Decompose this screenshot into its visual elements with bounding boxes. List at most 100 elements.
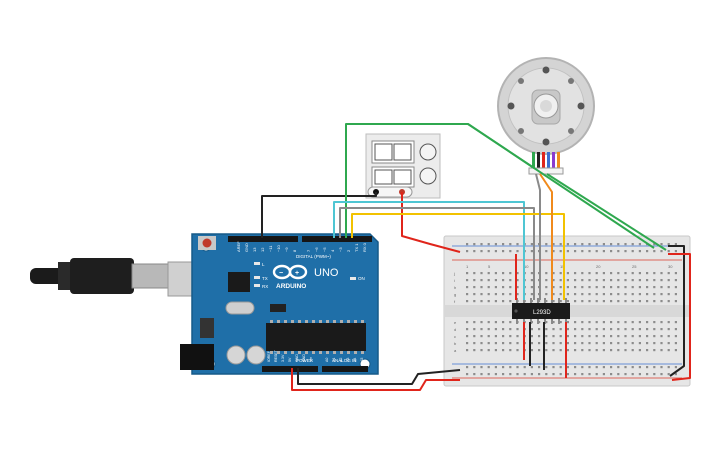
- breadboard-hole: [545, 321, 548, 324]
- breadboard-hole: [466, 335, 469, 338]
- l-led: [254, 262, 260, 265]
- breadboard-hole: [631, 373, 634, 376]
- breadboard-hole: [509, 342, 512, 345]
- breadboard-hole: [494, 349, 497, 352]
- breadboard-hole: [494, 373, 497, 376]
- breadboard-hole: [473, 328, 476, 331]
- capacitor: [246, 345, 266, 365]
- breadboard-hole: [494, 286, 497, 289]
- breadboard-hole: [502, 335, 505, 338]
- wire-black-gnd-psu: [261, 192, 377, 238]
- breadboard-hole: [653, 321, 656, 324]
- breadboard-hole: [502, 279, 505, 282]
- reset-button[interactable]: [202, 238, 212, 248]
- breadboard-hole: [653, 293, 656, 296]
- breadboard-hole: [473, 293, 476, 296]
- breadboard-hole: [588, 373, 591, 376]
- breadboard-hole: [667, 335, 670, 338]
- breadboard-hole: [631, 243, 634, 246]
- breadboard-hole: [631, 300, 634, 303]
- row-letter: h: [454, 285, 456, 290]
- breadboard-hole: [516, 250, 519, 253]
- breadboard-hole: [502, 286, 505, 289]
- breadboard-hole: [509, 366, 512, 369]
- breadboard-hole: [566, 286, 569, 289]
- breadboard-hole: [653, 279, 656, 282]
- usb-port: [167, 261, 195, 297]
- breadboard-hole: [523, 373, 526, 376]
- wire-gray-motor: [535, 173, 541, 300]
- breadboard-hole: [574, 366, 577, 369]
- row-letter: e: [454, 320, 457, 325]
- wire-orange-motor: [539, 173, 553, 300]
- breadboard-hole: [559, 321, 562, 324]
- breadboard-hole: [595, 366, 598, 369]
- power-jack: [180, 344, 214, 370]
- breadboard-hole: [545, 300, 548, 303]
- breadboard-hole: [494, 328, 497, 331]
- voltage-knob[interactable]: [419, 143, 437, 161]
- breadboard-hole: [653, 250, 656, 253]
- pin-label: RX 0: [362, 242, 367, 252]
- breadboard-hole: [574, 349, 577, 352]
- breadboard-hole: [660, 321, 663, 324]
- breadboard-hole: [581, 328, 584, 331]
- breadboard-hole: [653, 373, 656, 376]
- analog-pin-label: A5: [360, 358, 364, 362]
- breadboard-hole: [502, 349, 505, 352]
- breadboard-hole: [574, 272, 577, 275]
- breadboard-hole: [602, 272, 605, 275]
- breadboard-hole: [581, 300, 584, 303]
- wire-green-motor-to-breadboard: [546, 173, 667, 251]
- breadboard-hole: [617, 349, 620, 352]
- pin-label: TX 1: [354, 243, 359, 252]
- breadboard-hole: [631, 286, 634, 289]
- breadboard-hole: [552, 286, 555, 289]
- breadboard-hole: [624, 300, 627, 303]
- current-digits: [393, 143, 412, 161]
- breadboard-hole: [509, 321, 512, 324]
- breadboard-hole: [566, 342, 569, 345]
- breadboard-hole: [552, 293, 555, 296]
- breadboard-hole: [674, 293, 677, 296]
- breadboard-hole: [624, 321, 627, 324]
- breadboard-hole: [667, 272, 670, 275]
- breadboard-hole: [516, 366, 519, 369]
- breadboard-hole: [480, 366, 483, 369]
- analog-pin-label: A2: [339, 358, 343, 362]
- breadboard-hole: [516, 243, 519, 246]
- breadboard-hole: [466, 300, 469, 303]
- breadboard-hole: [638, 243, 641, 246]
- on-label: ON: [358, 276, 365, 281]
- breadboard-hole: [581, 366, 584, 369]
- breadboard-hole: [638, 328, 641, 331]
- breadboard-hole: [552, 366, 555, 369]
- breadboard-hole: [588, 279, 591, 282]
- breadboard-hole: [624, 342, 627, 345]
- crystal: [225, 301, 255, 315]
- breadboard-hole: [502, 272, 505, 275]
- breadboard-hole: [552, 300, 555, 303]
- current-knob[interactable]: [419, 167, 437, 185]
- breadboard-hole: [509, 279, 512, 282]
- breadboard-hole: [473, 321, 476, 324]
- breadboard-hole: [631, 293, 634, 296]
- breadboard-hole: [631, 349, 634, 352]
- breadboard-hole: [502, 243, 505, 246]
- breadboard-hole: [602, 373, 605, 376]
- breadboard-hole: [487, 293, 490, 296]
- breadboard-hole: [566, 293, 569, 296]
- breadboard-hole: [646, 321, 649, 324]
- breadboard-hole: [617, 243, 620, 246]
- digital-header-right: [302, 236, 372, 242]
- breadboard-hole: [559, 250, 562, 253]
- breadboard-hole: [653, 335, 656, 338]
- breadboard-hole: [530, 349, 533, 352]
- breadboard-hole: [631, 335, 634, 338]
- breadboard-hole: [617, 300, 620, 303]
- breadboard-hole: [631, 366, 634, 369]
- breadboard-hole: [494, 342, 497, 345]
- breadboard-hole: [530, 366, 533, 369]
- svg-text:−: −: [279, 270, 283, 277]
- breadboard-hole: [624, 279, 627, 282]
